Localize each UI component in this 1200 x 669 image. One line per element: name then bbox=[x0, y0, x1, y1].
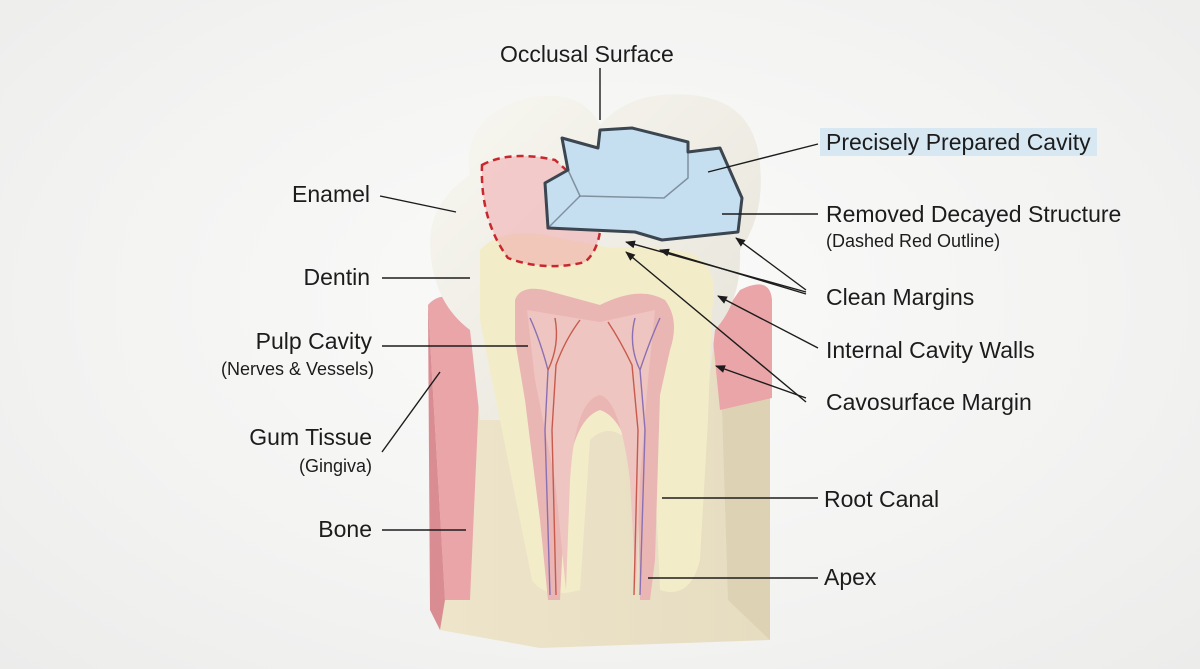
label-clean-margins: Clean Margins bbox=[826, 284, 975, 310]
label-prepared-cavity: Precisely Prepared Cavity bbox=[820, 128, 1097, 156]
pulp-inner bbox=[527, 310, 655, 590]
prepared-cavity bbox=[543, 126, 744, 242]
label-occlusal-surface: Occlusal Surface bbox=[500, 41, 674, 67]
label-apex: Apex bbox=[824, 564, 877, 590]
label-gum-tissue-sub: (Gingiva) bbox=[298, 456, 372, 476]
leader-lines bbox=[379, 68, 819, 579]
label-internal-walls: Internal Cavity Walls bbox=[826, 337, 1035, 363]
label-pulp-cavity-sub: (Nerves & Vessels) bbox=[220, 359, 374, 379]
label-gum-tissue: Gum Tissue bbox=[249, 424, 372, 450]
label-cavosurface-margin: Cavosurface Margin bbox=[826, 389, 1032, 415]
gum-tissue bbox=[428, 284, 772, 630]
label-enamel: Enamel bbox=[292, 181, 370, 207]
label-bone: Bone bbox=[318, 516, 372, 542]
label-pulp-cavity: Pulp Cavity bbox=[255, 328, 372, 354]
label-removed-decay-sub: (Dashed Red Outline) bbox=[826, 231, 1001, 251]
label-dentin: Dentin bbox=[303, 264, 370, 290]
nerves-vessels bbox=[529, 317, 661, 596]
label-removed-decay: Removed Decayed Structure bbox=[826, 201, 1122, 227]
label-root-canal: Root Canal bbox=[824, 486, 940, 512]
